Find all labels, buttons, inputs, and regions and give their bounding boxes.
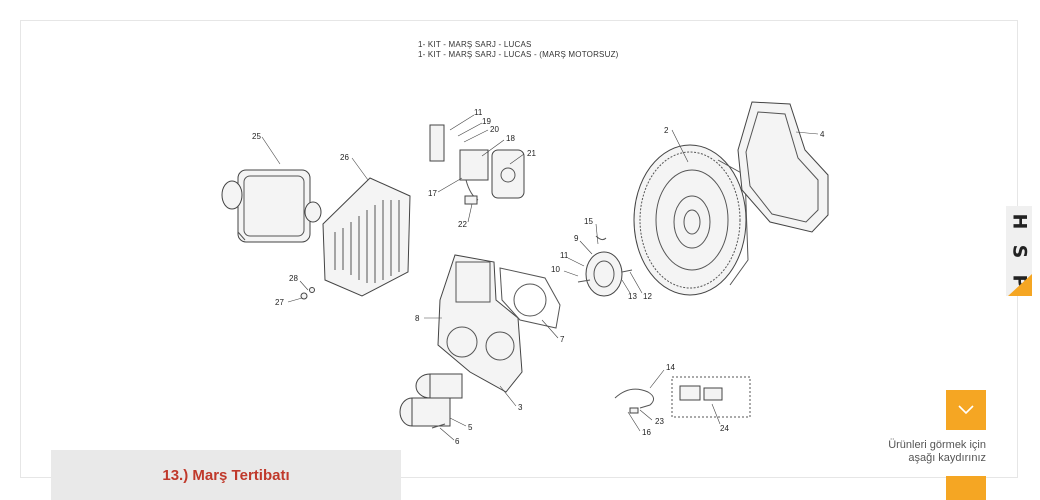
part-number: 8 [415,314,420,323]
part-number: 20 [490,125,499,134]
part-number: 19 [482,117,491,126]
part-number: 14 [666,363,675,372]
part-number: 15 [584,217,593,226]
part-number: 18 [506,134,515,143]
part-number: 25 [252,132,261,141]
part-number: 21 [527,149,536,158]
kit-line-1: 1- KIT - MARŞ SARJ - LUCAS [418,40,532,49]
part-number: 23 [655,417,664,426]
rectifier-part [671,376,751,418]
wiring-harness-part [614,388,654,414]
scroll-hint: Ürünleri görmek için aşağı kaydırınız [850,439,986,465]
part-number: 4 [820,130,825,139]
flywheel-part [633,144,749,296]
scroll-hint-line-2: aşağı kaydırınız [908,452,986,464]
part-number: 16 [642,428,651,437]
gasket-part [499,267,561,329]
part-number: 17 [428,189,437,198]
part-number: 6 [455,437,460,446]
bolt-part [300,287,315,300]
scroll-tab[interactable] [946,476,986,500]
part-number: 27 [275,298,284,307]
hsp-logo[interactable]: H S P [1006,206,1032,296]
starter-motor-part [399,373,463,429]
logo-letter: H [1008,213,1031,229]
caption-title: 13.) Marş Tertibatı [162,466,290,484]
part-number: 28 [289,274,298,283]
part-number: 9 [574,234,579,243]
part-number: 22 [458,220,467,229]
regulator-part [429,124,525,205]
heat-shield-part [322,177,411,297]
part-number: 13 [628,292,637,301]
scroll-hint-line-1: Ürünleri görmek için [888,439,986,451]
fan-cover-part [737,101,829,233]
logo-letter: S [1008,244,1031,258]
diagram-frame [20,20,1018,478]
diagram-caption: 13.) Marş Tertibatı [51,450,401,500]
part-number: 12 [643,292,652,301]
part-number: 11 [560,251,569,260]
part-number: 7 [560,335,565,344]
stator-part [577,235,633,297]
part-number: 5 [468,423,473,432]
part-number: 11 [474,108,483,117]
back-plate-part [437,254,523,393]
part-number: 10 [551,265,560,274]
kit-line-2: 1- KIT - MARŞ SARJ - LUCAS - (MARŞ MOTOR… [418,50,619,59]
part-number: 2 [664,126,669,135]
scroll-down-button[interactable] [946,390,986,430]
chevron-down-icon [958,405,974,415]
part-number: 24 [720,424,729,433]
muffler-part [221,169,322,243]
part-number: 26 [340,153,349,162]
part-number: 3 [518,403,523,412]
